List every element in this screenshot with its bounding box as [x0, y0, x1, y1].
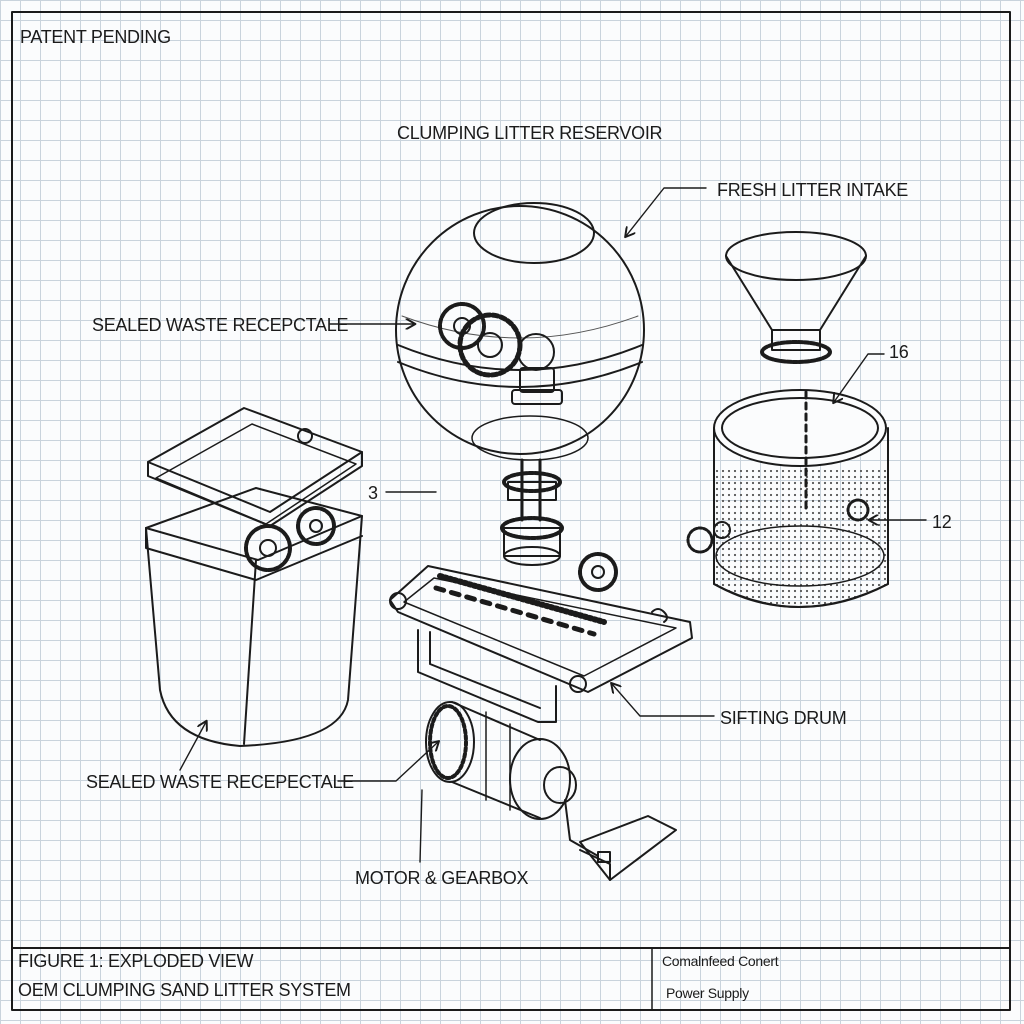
sealed-receptacle-lower-label: SEALED WASTE RECEPECTALE: [86, 772, 354, 792]
title-block-note: Comalnfeed Conert: [662, 953, 779, 969]
figure-caption: FIGURE 1: EXPLODED VIEW: [18, 951, 254, 971]
waste-bin: [145, 407, 363, 747]
motor-assembly: [425, 701, 677, 881]
mesh-drum: [686, 389, 889, 608]
drawing-frame: [11, 11, 1011, 1011]
reservoir-sphere: [395, 202, 645, 522]
ref-number-16: 16: [889, 342, 909, 362]
sealed-receptacle-upper-label: SEALED WASTE RECEPCTALE: [92, 315, 349, 335]
reservoir-label: CLUMPING LITTER RESERVOIR: [397, 123, 663, 143]
sifting-drum-label: SIFTING DRUM: [720, 708, 847, 728]
patent-pending-label: PATENT PENDING: [20, 27, 171, 47]
ref-number-3: 3: [368, 483, 378, 503]
power-supply-note: Power Supply: [666, 985, 749, 1001]
ref-number-12: 12: [932, 512, 952, 532]
system-caption: OEM CLUMPING SAND LITTER SYSTEM: [18, 980, 351, 1000]
sifting-tray: [389, 565, 693, 723]
motor-gearbox-label: MOTOR & GEARBOX: [355, 868, 529, 888]
leader-lines: [179, 187, 927, 863]
intake-funnel: [725, 231, 867, 364]
drive-gear-stack: [500, 471, 618, 592]
intake-label: FRESH LITTER INTAKE: [717, 180, 908, 200]
